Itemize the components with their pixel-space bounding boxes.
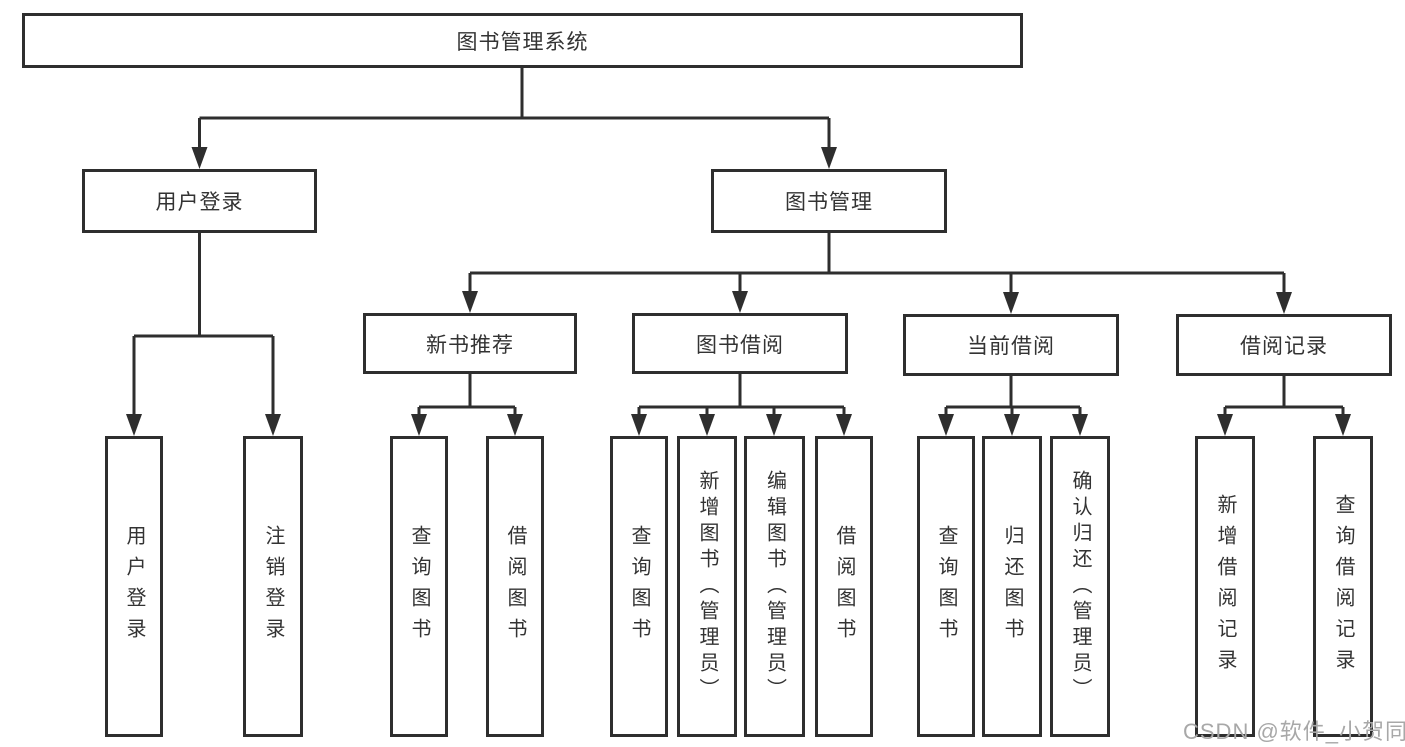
leaf-user-login: 用户登录	[105, 436, 163, 737]
leaf-add-borrow-record: 新增借阅记录	[1195, 436, 1255, 737]
leaf-confirm-return-admin: 确认归还（管理员）	[1050, 436, 1110, 737]
leaf-query-borrow-record-label: 查询借阅记录	[1332, 493, 1354, 680]
leaf-query-books-3-label: 查询图书	[935, 524, 957, 649]
node-book-management-label: 图书管理	[785, 191, 873, 214]
connector-userlogin-to-leaves	[132, 233, 275, 416]
leaf-logout: 注销登录	[243, 436, 303, 737]
node-current-borrowing-label: 当前借阅	[967, 335, 1055, 358]
leaf-query-borrow-record: 查询借阅记录	[1313, 436, 1373, 737]
node-user-login: 用户登录	[82, 169, 317, 233]
node-current-borrowing: 当前借阅	[903, 314, 1119, 376]
leaf-borrow-books-1: 借阅图书	[486, 436, 544, 737]
node-new-book-recommend-label: 新书推荐	[426, 333, 514, 357]
connector-current-to-leaves	[944, 376, 1082, 416]
connector-records-to-leaves	[1223, 376, 1345, 416]
leaf-user-login-label: 用户登录	[123, 524, 145, 649]
leaf-return-books-label: 归还图书	[1001, 524, 1023, 649]
leaf-borrow-books-2-label: 借阅图书	[833, 524, 855, 649]
node-user-login-label: 用户登录	[155, 191, 244, 214]
leaf-edit-books-admin: 编辑图书（管理员）	[744, 436, 805, 737]
leaf-logout-label: 注销登录	[262, 524, 284, 649]
arrowheads	[126, 147, 1351, 436]
node-borrowing-records-label: 借阅记录	[1240, 335, 1328, 358]
node-root: 图书管理系统	[22, 13, 1023, 68]
node-borrowing-records: 借阅记录	[1176, 314, 1392, 376]
connector-borrowing-to-leaves	[637, 374, 846, 416]
leaf-query-books-2-label: 查询图书	[628, 524, 650, 649]
leaf-query-books-1-label: 查询图书	[408, 524, 430, 649]
node-root-label: 图书管理系统	[456, 30, 589, 54]
leaf-query-books-1: 查询图书	[390, 436, 448, 737]
leaf-add-books-admin: 新增图书（管理员）	[677, 436, 737, 737]
leaf-borrow-books-1-label: 借阅图书	[504, 524, 526, 649]
node-new-book-recommend: 新书推荐	[363, 313, 577, 374]
leaf-add-books-admin-label: 新增图书（管理员）	[696, 469, 718, 704]
node-book-borrowing-label: 图书借阅	[696, 333, 784, 357]
leaf-add-borrow-record-label: 新增借阅记录	[1214, 493, 1236, 680]
leaf-edit-books-admin-label: 编辑图书（管理员）	[763, 469, 786, 704]
leaf-confirm-return-admin-label: 确认归还（管理员）	[1069, 469, 1091, 704]
node-book-borrowing: 图书借阅	[632, 313, 848, 374]
connector-newbook-to-leaves	[417, 374, 517, 416]
leaf-query-books-3: 查询图书	[917, 436, 975, 737]
connector-bookmgmt-to-level3	[468, 233, 1286, 294]
leaf-query-books-2: 查询图书	[610, 436, 668, 737]
node-book-management: 图书管理	[711, 169, 947, 233]
connector-root-to-level2	[198, 68, 831, 149]
leaf-borrow-books-2: 借阅图书	[815, 436, 873, 737]
watermark-text: CSDN @软件_小贺同学	[1183, 719, 1405, 744]
leaf-return-books: 归还图书	[982, 436, 1042, 737]
